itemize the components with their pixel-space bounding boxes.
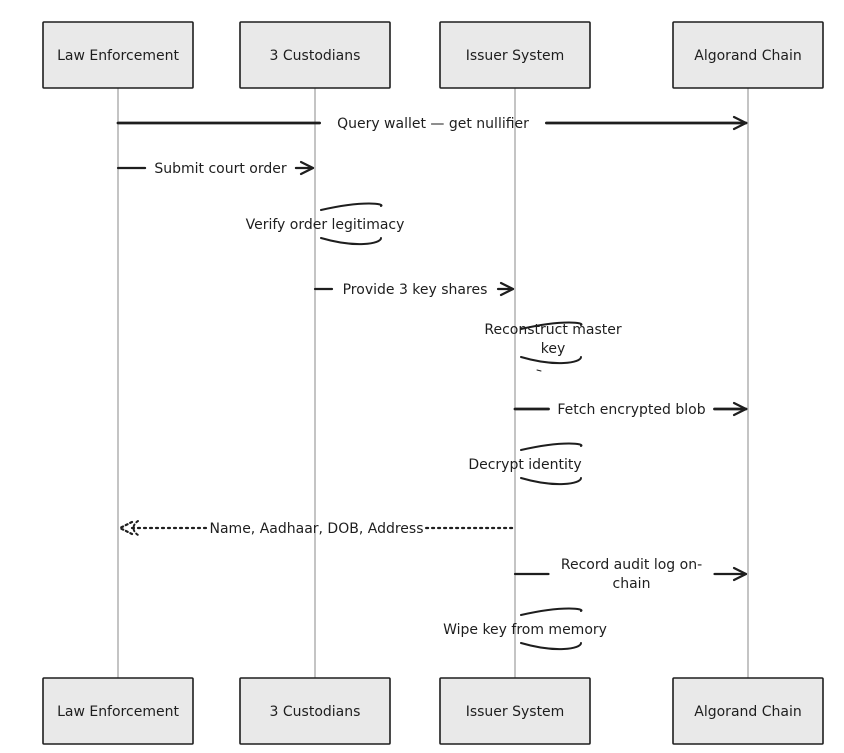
- arrow-head: [732, 115, 748, 131]
- message-label: Submit court order: [154, 161, 287, 177]
- actor-rect: [439, 677, 591, 745]
- actor-rect: [672, 677, 824, 745]
- message-label: Record audit log on-: [561, 557, 702, 573]
- actor-label: Issuer System: [466, 704, 565, 720]
- lifelines: [117, 88, 749, 678]
- message-label: Query wallet — get nullifier: [337, 116, 529, 132]
- message-label: Name, Aadhaar, DOB, Address: [210, 521, 424, 537]
- message-label: Provide 3 key shares: [343, 282, 488, 298]
- self-loop: [320, 202, 383, 246]
- actor-box-ac-bottom: Algorand Chain: [672, 677, 824, 745]
- message-5: Reconstruct master key: [484, 321, 622, 372]
- actor-box-cu-bottom: 3 Custodians: [239, 677, 391, 745]
- actor-rect: [672, 21, 824, 89]
- actor-box-le-bottom: Law Enforcement: [42, 677, 194, 745]
- message-9: Record audit log on-chain: [513, 557, 748, 592]
- actor-rect: [42, 21, 194, 89]
- self-loop: [520, 321, 583, 365]
- self-loop-tick: [536, 369, 542, 372]
- message-label: chain: [613, 576, 651, 592]
- actor-rect: [239, 21, 391, 89]
- actor-rect: [239, 677, 391, 745]
- actor-label: Algorand Chain: [694, 48, 801, 64]
- message-label: Wipe key from memory: [443, 622, 607, 638]
- actor-label: Law Enforcement: [57, 704, 179, 720]
- message-8: Name, Aadhaar, DOB, Address: [118, 520, 517, 537]
- actor-rect: [439, 21, 591, 89]
- actors-top: Law Enforcement 3 Custodians Issuer System…: [42, 21, 824, 89]
- arrow-head: [732, 566, 748, 582]
- arrow-head: [299, 160, 315, 176]
- message-4: Provide 3 key shares: [313, 281, 515, 298]
- message-2: Submit court order: [116, 160, 315, 177]
- message-label: Decrypt identity: [468, 457, 581, 473]
- message-7: Decrypt identity: [468, 442, 583, 486]
- actor-label: 3 Custodians: [270, 704, 361, 720]
- actor-label: Issuer System: [466, 48, 565, 64]
- actor-label: 3 Custodians: [270, 48, 361, 64]
- actor-box-ac-top: Algorand Chain: [672, 21, 824, 89]
- message-10: Wipe key from memory: [443, 607, 607, 651]
- message-label: Fetch encrypted blob: [557, 402, 705, 418]
- arrow-head: [118, 520, 134, 536]
- self-loop: [520, 607, 583, 651]
- actor-box-cu-top: 3 Custodians: [239, 21, 391, 89]
- actor-box-is-bottom: Issuer System: [439, 677, 591, 745]
- actor-label: Law Enforcement: [57, 48, 179, 64]
- message-label: key: [541, 341, 566, 357]
- actors-bottom: Law Enforcement 3 Custodians Issuer System…: [42, 677, 824, 745]
- actor-box-le-top: Law Enforcement: [42, 21, 194, 89]
- message-label: Reconstruct master: [484, 322, 622, 338]
- message-label: Verify order legitimacy: [246, 217, 405, 233]
- arrow-head: [499, 281, 515, 297]
- message-6: Fetch encrypted blob: [513, 401, 748, 418]
- actor-label: Algorand Chain: [694, 704, 801, 720]
- message-1: Query wallet — get nullifier: [116, 115, 748, 132]
- actor-rect: [42, 677, 194, 745]
- arrow-head-curve: [132, 520, 139, 536]
- arrow-head: [732, 401, 748, 417]
- message-3: Verify order legitimacy: [246, 202, 405, 246]
- self-loop: [520, 442, 583, 486]
- actor-box-is-top: Issuer System: [439, 21, 591, 89]
